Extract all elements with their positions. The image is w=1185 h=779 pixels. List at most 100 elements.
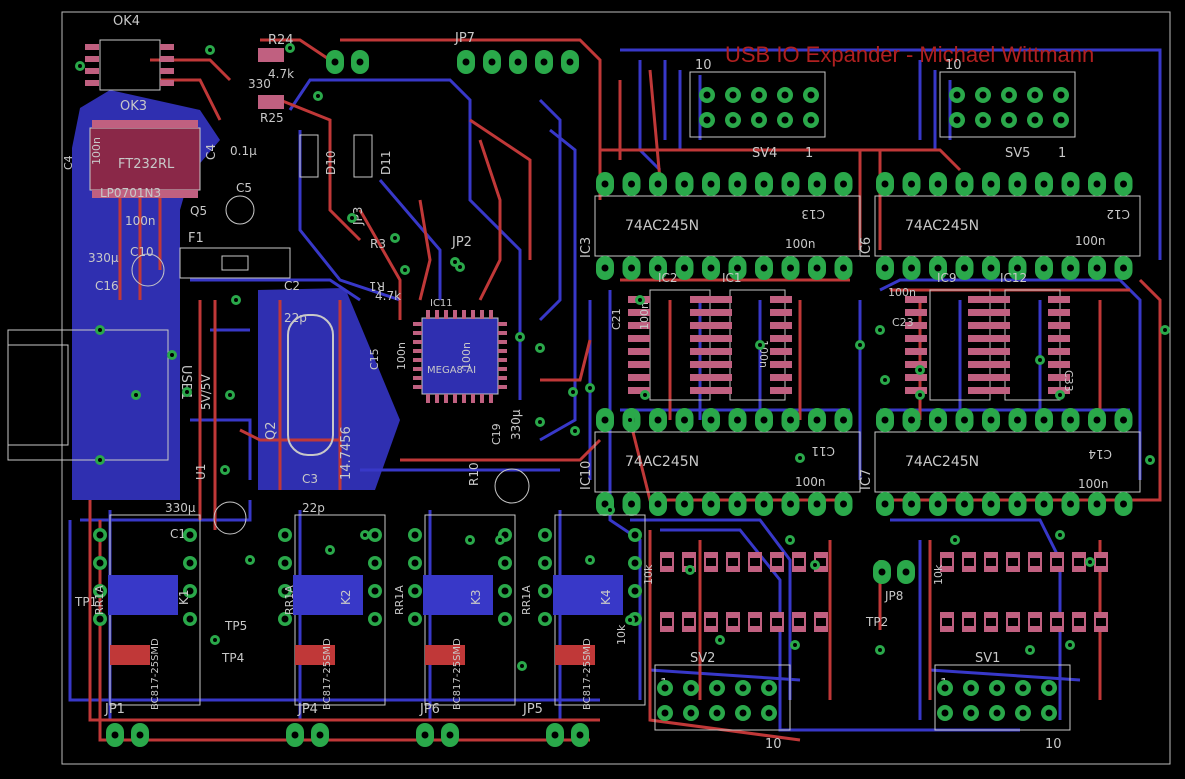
dip-pad-r7-1-hole <box>908 500 915 508</box>
via-hole-27 <box>883 378 887 382</box>
c33-label: C33 <box>1062 370 1075 392</box>
sv-bottom-pad-1-1-hole <box>687 709 695 717</box>
soic-pad-4-7 <box>905 387 927 394</box>
c13-label: C13 <box>801 207 825 221</box>
soic-pad-0-4 <box>628 348 650 355</box>
mcu-pin-bottom-1 <box>435 394 439 403</box>
res-array-inner-0-0 <box>662 558 672 566</box>
soic-pad-5-3 <box>968 335 990 342</box>
soic-pad-2-4 <box>710 348 732 355</box>
ic12-outline <box>1004 289 1061 401</box>
dip-pad-r6-4-hole <box>987 416 995 424</box>
f1-outline <box>179 247 291 279</box>
sv-top-pad-1-1-hole <box>729 116 737 124</box>
ic10-outline <box>594 431 861 493</box>
soic-pad-2-1 <box>710 309 732 316</box>
dip-pad-r5-0-hole <box>601 500 609 508</box>
dip-pad-r2-9-hole <box>1120 180 1127 188</box>
soic-pad-6-1 <box>988 309 1010 316</box>
soic-pad-3-6 <box>770 374 792 381</box>
soic-pad-3-5 <box>770 361 792 368</box>
mcu-pin-right-2 <box>498 340 507 344</box>
soic-pad-4-6 <box>905 374 927 381</box>
sv-top-pad-0-1-hole <box>729 91 737 99</box>
sv-bottom-pad-0-2-hole <box>713 684 721 692</box>
relay-pad-r-3-0-hole <box>631 531 639 539</box>
dip-pad-r1-9-hole <box>840 264 847 272</box>
dip-pad-r2-4-hole <box>987 180 995 188</box>
res-array-inner-2-6 <box>1074 558 1084 566</box>
sv2-10-label: 10 <box>765 737 782 752</box>
via-hole-4 <box>234 298 238 302</box>
sv5-10-label: 10 <box>945 58 962 73</box>
sv4-outline <box>689 71 826 138</box>
soic-pad-4-1 <box>905 309 927 316</box>
dip-pad-r3-8-hole <box>1093 264 1101 272</box>
dip-pad-r6-6-hole <box>1040 416 1048 424</box>
relay-pad-r-3-2-hole <box>631 587 639 595</box>
sv-top-pad-0-4-hole <box>807 91 815 99</box>
via-hole-12 <box>458 265 462 269</box>
c15-value: 100n <box>395 342 408 370</box>
dip-pad-r3-6-hole <box>1040 264 1048 272</box>
mcu-pin-right-4 <box>498 358 507 362</box>
74ac245-pads <box>596 172 1133 516</box>
bc817-label-4: BC817-25SMD <box>582 638 593 710</box>
dip-pad-r0-8-hole <box>813 180 821 188</box>
via-hole-39 <box>520 664 524 668</box>
relay-pad-r-0-1-hole <box>186 559 194 567</box>
c5-outline <box>225 195 255 225</box>
relay-section <box>93 514 646 747</box>
rr1a-label-2: RR1A <box>283 585 296 615</box>
q5-label: Q5 <box>190 204 207 218</box>
c3-value: 22p <box>302 501 325 515</box>
bc817-label-2: BC817-25SMD <box>322 638 333 710</box>
mcu-pin-right-7 <box>498 385 507 389</box>
mcu-pin-top-0 <box>426 310 430 319</box>
c23-value: 100n <box>888 286 916 299</box>
relay-pad-r-1-1-hole <box>371 559 379 567</box>
ic3-part: 74AC245N <box>625 218 699 234</box>
dip-pad-r7-6-hole <box>1040 500 1048 508</box>
soic-pad-2-6 <box>710 374 732 381</box>
dip-pad-r6-1-hole <box>908 416 915 424</box>
ic6-part: 74AC245N <box>905 218 979 234</box>
via-hole-24 <box>643 393 647 397</box>
res-array-inner-3-1 <box>964 618 974 626</box>
via-hole-40 <box>498 538 502 542</box>
jp7-pad-a0-hole <box>331 58 339 66</box>
res-array-inner-2-7 <box>1096 558 1106 566</box>
mega8-chip <box>421 317 499 395</box>
sv1-outline <box>934 664 1071 731</box>
mcu-pin-bottom-0 <box>426 394 430 403</box>
dip-pad-r4-4-hole <box>707 416 715 424</box>
res-array-inner-1-7 <box>816 618 826 626</box>
dip-pad-r7-2-hole <box>934 500 942 508</box>
relay-jp-a-2-hole <box>421 731 429 739</box>
c4-label: C4 <box>62 155 75 170</box>
ic1-outline <box>729 289 786 401</box>
jp7-pad-b0-hole <box>462 58 470 66</box>
mcu-pin-bottom-2 <box>444 394 448 403</box>
relay-pad-l-3-2-hole <box>541 587 549 595</box>
r10k-label-2: 10k <box>615 624 628 645</box>
sv4-label: SV4 <box>752 146 777 161</box>
jp7-pad-b4-hole <box>566 58 574 66</box>
jp1-label: JP1 <box>104 702 125 717</box>
dip-pad-r7-9-hole <box>1120 500 1127 508</box>
bc817-label-1: BC817-25SMD <box>150 638 161 710</box>
mcu-pin-top-3 <box>453 310 457 319</box>
soic-pad-1-2 <box>690 322 712 329</box>
dip-pad-r5-5-hole <box>734 500 741 508</box>
res-array-inner-1-4 <box>750 618 760 626</box>
q2-label: Q2 <box>264 421 279 440</box>
via-hole-11 <box>223 468 227 472</box>
res-array-inner-2-0 <box>942 558 952 566</box>
via-hole-7 <box>134 393 138 397</box>
soic-pad-6-3 <box>988 335 1010 342</box>
relay-jp-b-0-hole <box>136 731 144 739</box>
soic-pad-2-0 <box>710 296 732 303</box>
c12-label: C12 <box>1106 207 1130 221</box>
sv-bottom-pad-1-3-hole <box>739 709 747 717</box>
r25-body <box>258 95 284 109</box>
